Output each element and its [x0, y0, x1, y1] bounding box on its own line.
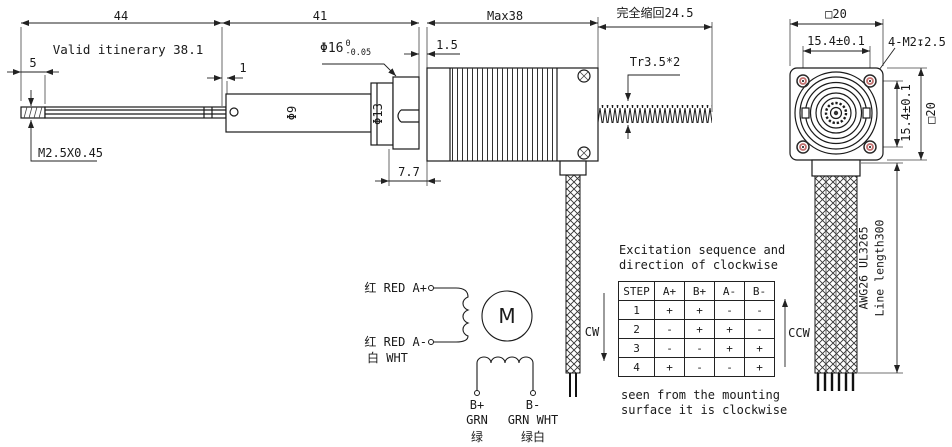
value-cell: + — [714, 319, 745, 339]
wire-color-b-minus: GRN WHT — [507, 413, 559, 427]
dim-15-4-right: 15.4±0.1 — [899, 84, 913, 142]
dim-dia16-with-tolerance: Φ16 0 -0.05 — [320, 39, 372, 59]
table-title-line2: direction of clockwise — [619, 258, 778, 272]
col-header: B- — [744, 281, 775, 301]
value-cell: + — [744, 338, 775, 358]
col-header: A- — [714, 281, 745, 301]
dim-5: 5 — [29, 56, 37, 70]
value-cell: - — [744, 300, 775, 320]
side-view-motor-body — [426, 67, 599, 162]
extension-lines — [20, 17, 927, 374]
side-view-actuator-rod — [20, 106, 227, 119]
dim-1: 1 — [239, 61, 247, 75]
wire-label-b-minus: B- — [525, 398, 541, 412]
wiring-schematic — [428, 285, 536, 396]
wire-label-a-plus: 红 RED A+ — [364, 281, 427, 295]
dim-41: 41 — [312, 9, 328, 23]
shaft-spline-icon — [824, 101, 848, 125]
valid-itinerary-note: Valid itinerary 38.1 — [52, 41, 204, 57]
front-view-rotor-circles — [794, 71, 878, 155]
dimension-lines — [7, 20, 924, 373]
ccw-label: CCW — [788, 326, 810, 340]
mounting-hole-spec: 4-M2↧2.5 — [888, 35, 946, 49]
motor-screw-bottom-icon — [577, 146, 591, 160]
front-view-cable — [811, 159, 861, 391]
value-cell: + — [744, 357, 775, 377]
table-header-row: STEP A+ B+ A- B- — [618, 281, 775, 301]
table-footer-line2: surface it is clockwise — [621, 403, 788, 417]
value-cell: + — [714, 338, 745, 358]
dim-15-4-top: 15.4±0.1 — [807, 34, 865, 48]
col-header: STEP — [618, 281, 655, 301]
motor-screw-top-icon — [577, 69, 591, 83]
value-cell: + — [654, 300, 685, 320]
col-header: A+ — [654, 281, 685, 301]
mounting-hole-icons — [796, 74, 877, 154]
dim-dia9: Φ9 — [285, 105, 299, 121]
side-view-flange — [370, 76, 420, 150]
dim-fully-retracted: 完全缩回24.5 — [616, 6, 694, 20]
wire-label-a-minus-alt: 白 WHT — [367, 351, 408, 365]
value-cell: - — [744, 319, 775, 339]
motor-circle-icon — [481, 290, 533, 342]
table-row: 2 - + + - — [618, 319, 775, 339]
table-footer-line1: seen from the mounting — [621, 388, 780, 402]
side-view-cable — [559, 160, 587, 397]
value-cell: - — [684, 357, 715, 377]
table-row: 1 + + - - — [618, 300, 775, 320]
dim-44: 44 — [113, 9, 129, 23]
side-view-leadscrew — [598, 105, 712, 123]
table-row: 3 - - + + — [618, 338, 775, 358]
dia16-value: Φ16 — [320, 41, 344, 56]
col-header: B+ — [684, 281, 715, 301]
step-cell: 2 — [618, 319, 655, 339]
cable-length: Line length300 — [872, 219, 887, 317]
value-cell: - — [684, 338, 715, 358]
motor-symbol: M — [498, 304, 516, 328]
dim-max38: Max38 — [486, 9, 524, 23]
leadscrew-spec: Tr3.5*2 — [629, 55, 681, 69]
rotation-arrows — [601, 293, 788, 367]
dim-square20-top: □20 — [825, 7, 847, 21]
phase-a-coil-icon — [433, 287, 470, 343]
front-view-faceplate — [789, 67, 884, 161]
phase-b-coil-icon — [476, 356, 534, 391]
wire-color-b-plus-cn: 绿 — [470, 430, 484, 444]
dim-square20-right: □20 — [924, 102, 938, 124]
dim-1-5: 1.5 — [436, 38, 458, 52]
value-cell: - — [654, 338, 685, 358]
side-view-gear-housing — [225, 93, 372, 133]
table-row: 4 + - - + — [618, 357, 775, 377]
cw-label: CW — [584, 325, 600, 339]
excitation-sequence-table: STEP A+ B+ A- B- 1 + + - - 2 - + + - 3 -… — [618, 281, 775, 377]
cable-spec: AWG26 UL3265 — [856, 226, 871, 310]
wire-color-b-minus-cn: 绿白 — [520, 430, 546, 444]
step-cell: 3 — [618, 338, 655, 358]
value-cell: - — [714, 357, 745, 377]
value-cell: + — [684, 300, 715, 320]
value-cell: - — [714, 300, 745, 320]
value-cell: + — [684, 319, 715, 339]
table-title-line1: Excitation sequence and — [619, 243, 786, 257]
wire-color-b-plus: GRN — [466, 413, 488, 427]
step-cell: 4 — [618, 357, 655, 377]
value-cell: + — [654, 357, 685, 377]
wire-label-a-minus: 红 RED A- — [364, 335, 427, 349]
dia16-tol-lower: -0.05 — [345, 48, 372, 59]
value-cell: - — [654, 319, 685, 339]
dim-7-7: 7.7 — [398, 165, 420, 179]
dim-dia13: Φ13 — [371, 103, 385, 125]
dia16-tol-upper: 0 — [345, 39, 351, 49]
step-cell: 1 — [618, 300, 655, 320]
wire-label-b-plus: B+ — [469, 398, 485, 412]
tip-thread-spec: M2.5X0.45 — [38, 146, 104, 160]
